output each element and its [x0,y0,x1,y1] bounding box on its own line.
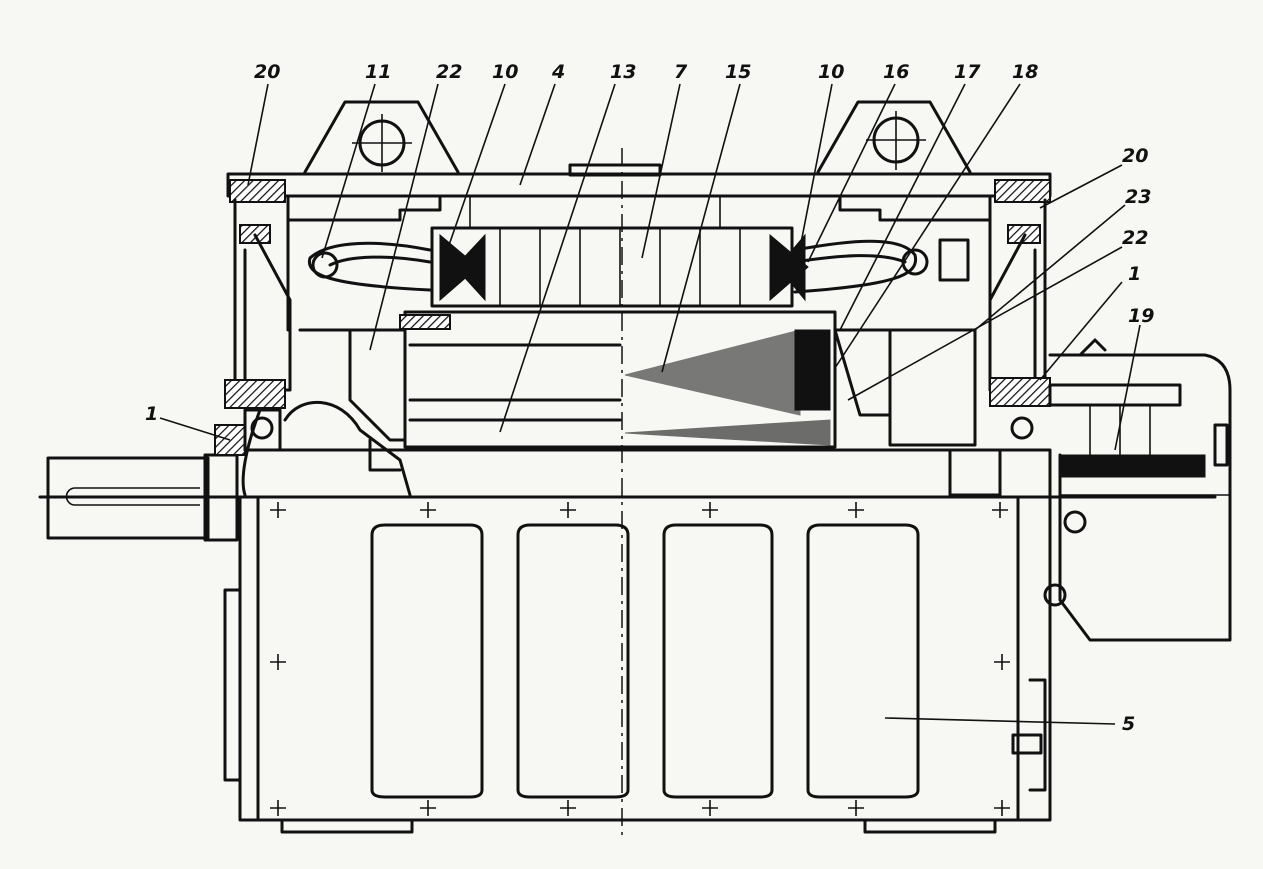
leader-lines [159,83,1141,725]
label-17: 17 [954,61,981,83]
label-1-right: 1 [1128,263,1141,285]
label-4: 4 [551,61,565,83]
label-10-right: 10 [818,61,844,83]
label-22-left: 22 [436,61,462,83]
label-13: 13 [610,61,636,83]
lifting-eye-left [303,100,460,174]
label-16: 16 [883,61,909,83]
cooling-windows [370,523,920,799]
air-guide-right [833,328,977,447]
part-labels: 20 11 22 10 4 13 7 15 10 16 17 18 20 23 … [145,61,1154,735]
label-1-left: 1 [145,403,158,425]
housing-lower [38,495,1217,834]
label-15: 15 [725,61,751,83]
bolt-marks [270,502,1010,816]
rotor [399,310,837,449]
end-shield-right [988,179,1051,440]
label-20-top-left: 20 [254,61,280,83]
right-cover [1043,338,1232,642]
end-shield-left [224,179,292,440]
label-7: 7 [674,61,688,83]
label-10-left: 10 [492,61,518,83]
label-23: 23 [1125,186,1151,208]
label-22-right: 22 [1122,227,1148,249]
label-19: 19 [1128,305,1154,327]
label-20-right: 20 [1122,145,1148,167]
label-5: 5 [1122,713,1135,735]
label-11: 11 [365,61,391,83]
label-18: 18 [1012,61,1038,83]
stator-core [430,226,809,308]
lifting-eye-right [816,100,972,174]
stator-winding-ends [307,238,970,294]
